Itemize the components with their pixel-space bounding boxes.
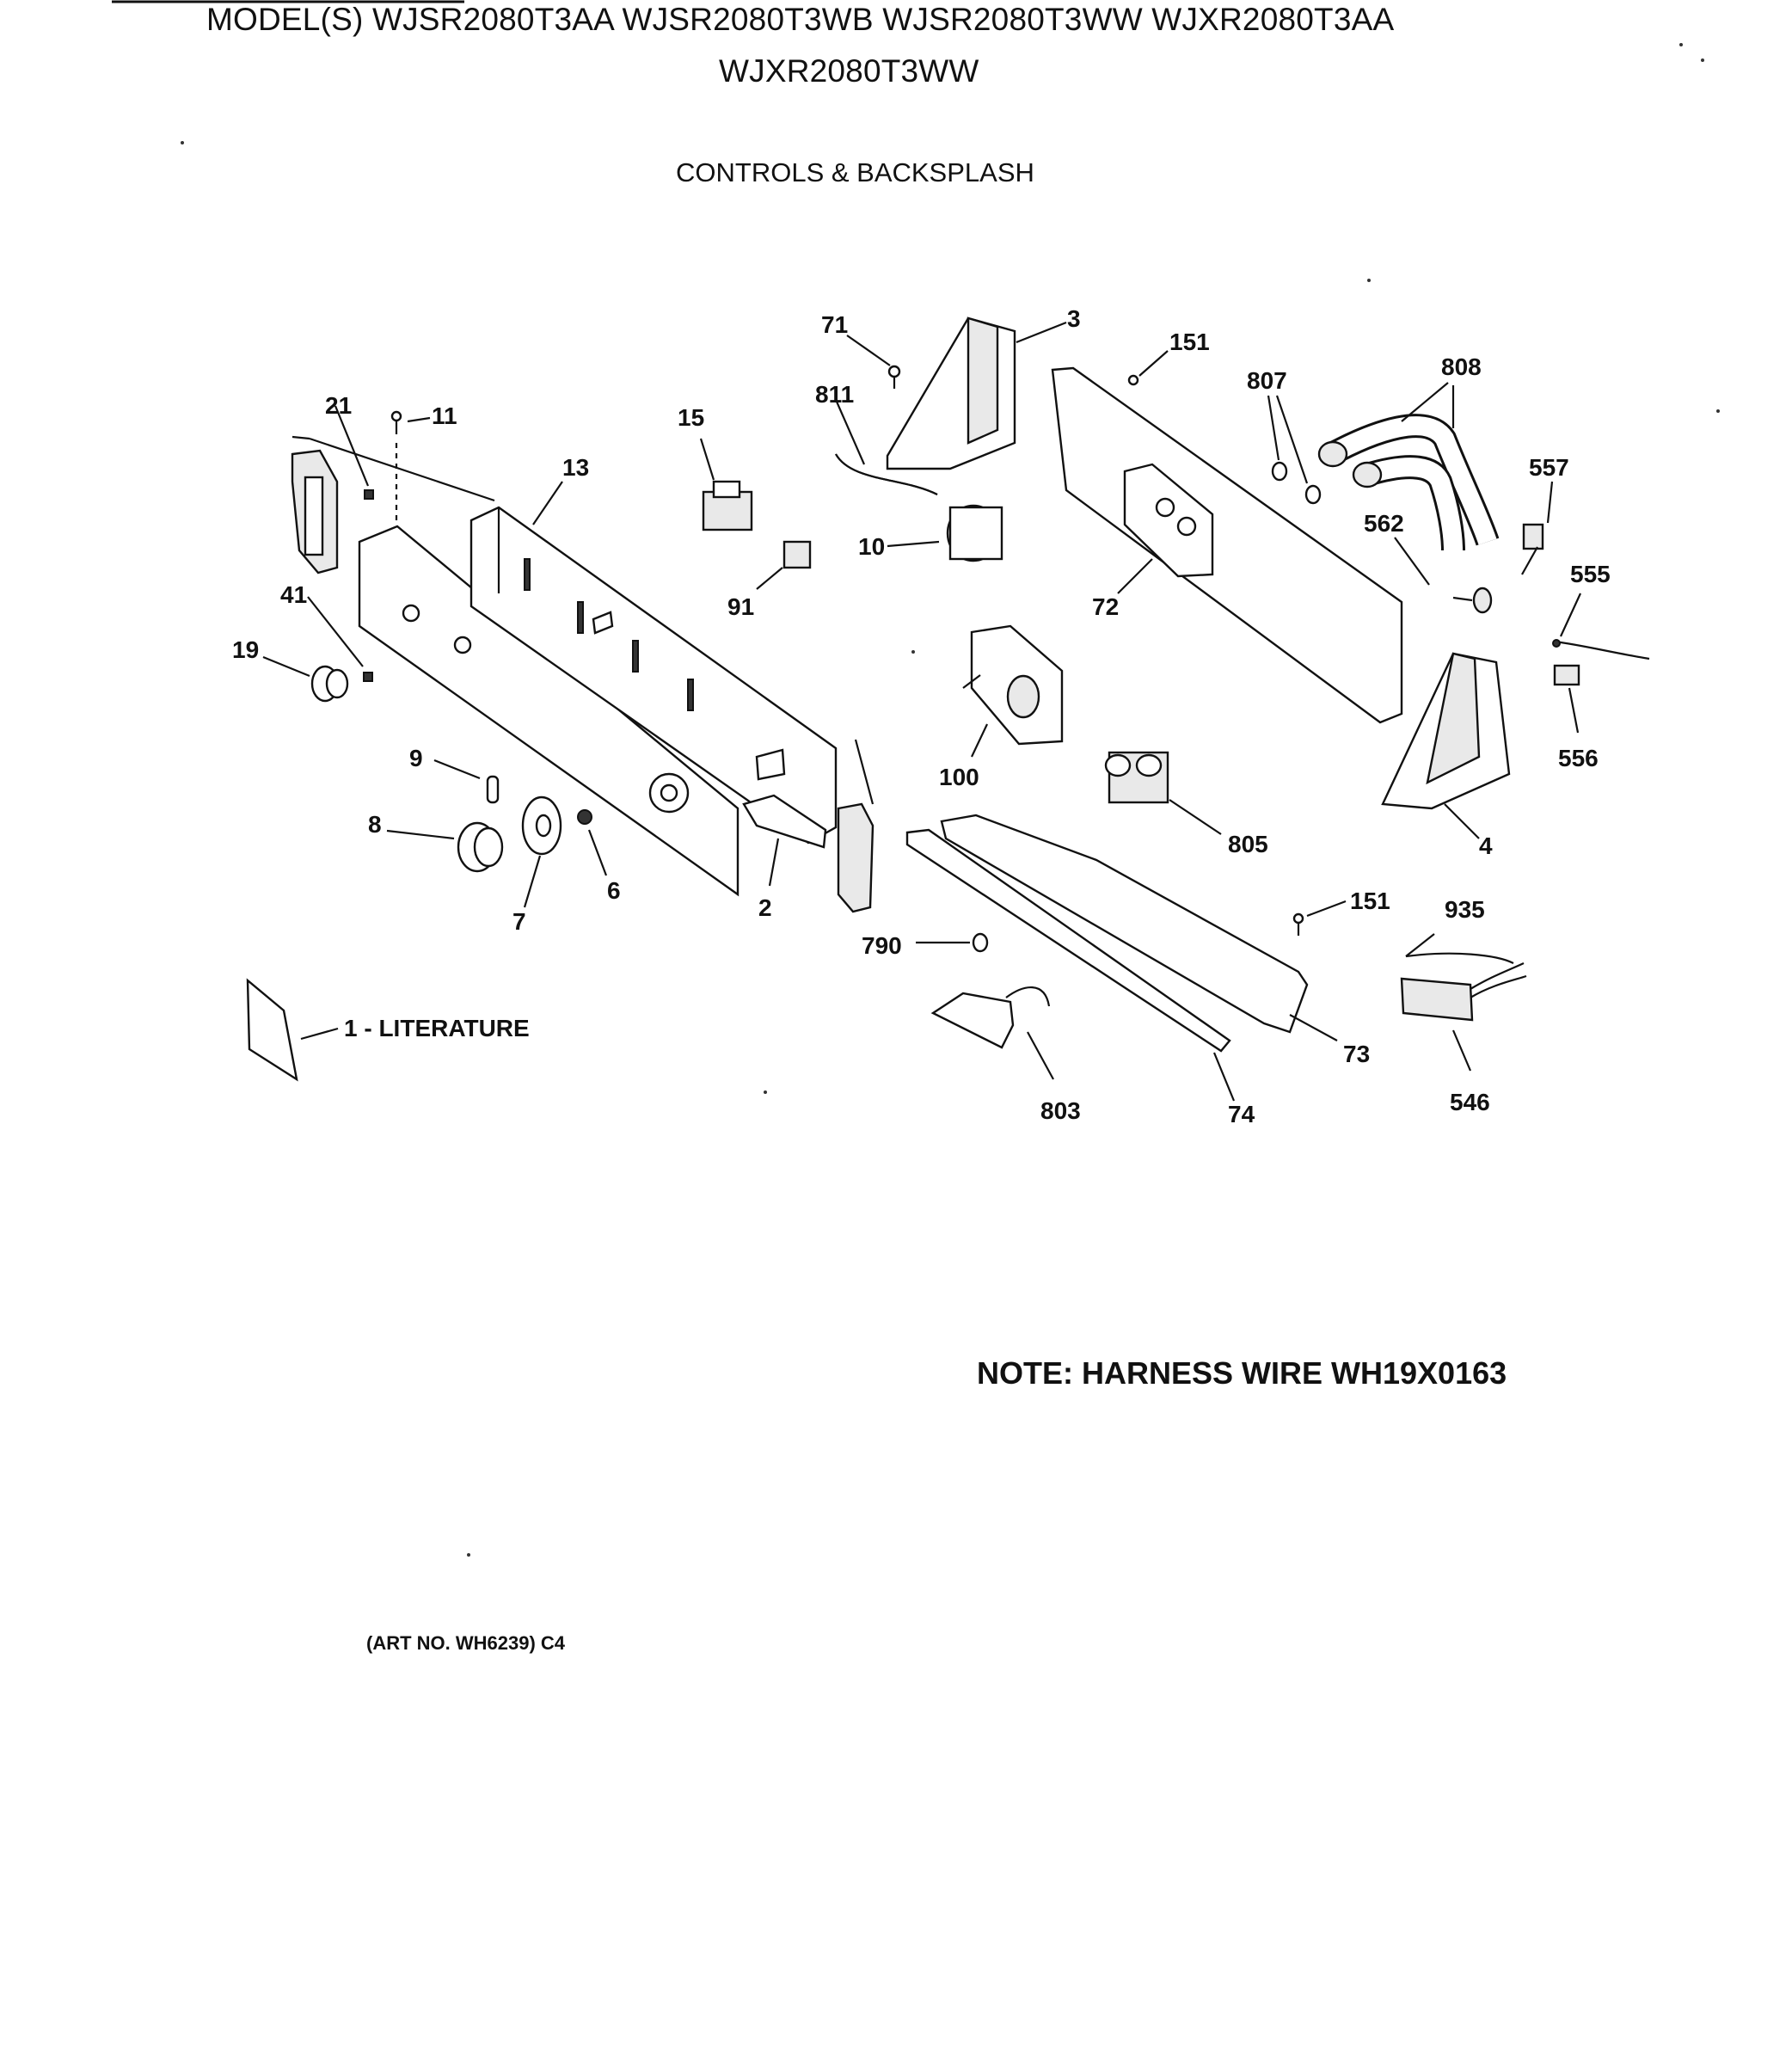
art-number: (ART NO. WH6239) C4 — [366, 1632, 566, 1654]
part-2-bracket — [742, 794, 827, 887]
label-13: 13 — [562, 454, 590, 481]
part-7-dial — [521, 796, 562, 908]
label-811: 811 — [815, 381, 855, 408]
label-72: 72 — [1092, 593, 1120, 620]
part-6-nut — [577, 809, 608, 876]
part-935-wire — [1405, 933, 1514, 964]
label-935: 935 — [1445, 896, 1485, 923]
label-151-top: 151 — [1169, 329, 1210, 355]
part-805-valve — [1104, 751, 1222, 835]
part-151-screw-lower — [1292, 900, 1347, 936]
part-11-screw — [390, 410, 431, 525]
part-807-washers — [1267, 395, 1322, 505]
label-6: 6 — [607, 877, 621, 904]
label-7: 7 — [512, 908, 526, 935]
part-21-clip — [334, 405, 374, 500]
control-panel-front — [358, 525, 740, 897]
scan-specks — [181, 43, 1720, 1557]
label-2: 2 — [758, 894, 772, 921]
label-literature: 1 - LITERATURE — [344, 1015, 530, 1041]
label-41: 41 — [280, 581, 308, 608]
part-8-knob — [386, 821, 504, 873]
part-100-timer — [962, 624, 1064, 758]
backsplash-edge-line — [292, 435, 310, 440]
label-151-lower: 151 — [1350, 888, 1390, 914]
part-74-rail — [905, 828, 1236, 1102]
part-71-screw — [846, 335, 901, 389]
label-21: 21 — [325, 392, 353, 419]
label-803: 803 — [1040, 1097, 1081, 1124]
label-557: 557 — [1529, 454, 1569, 481]
label-74: 74 — [1228, 1101, 1255, 1127]
harness-note: NOTE: HARNESS WIRE WH19X0163 — [977, 1355, 1507, 1391]
label-808: 808 — [1441, 353, 1482, 380]
label-9: 9 — [409, 745, 423, 771]
label-71: 71 — [821, 311, 849, 338]
part-15-switch — [699, 438, 753, 531]
model-list-line-2: WJXR2080T3WW — [719, 53, 979, 89]
part-10-pressure-switch — [887, 504, 1003, 562]
part-9-clip — [433, 759, 500, 804]
part-4-side-bracket — [1381, 652, 1511, 839]
label-805: 805 — [1228, 831, 1268, 857]
part-73-lower-panel — [940, 814, 1338, 1041]
label-555: 555 — [1570, 561, 1611, 587]
label-556: 556 — [1558, 745, 1599, 771]
label-10: 10 — [858, 533, 886, 560]
part-546-harness — [1400, 962, 1527, 1072]
label-562: 562 — [1364, 510, 1404, 537]
part-808-inlet-hoses — [1317, 382, 1500, 551]
part-1-literature — [246, 978, 339, 1082]
label-4: 4 — [1479, 832, 1493, 859]
part-19-knob — [262, 655, 349, 703]
part-803-harness — [930, 986, 1054, 1080]
label-91: 91 — [727, 593, 755, 620]
label-100: 100 — [939, 764, 979, 790]
label-807: 807 — [1247, 367, 1287, 394]
label-8: 8 — [368, 811, 382, 838]
label-546: 546 — [1450, 1089, 1490, 1115]
part-41-spring — [307, 596, 373, 682]
label-11: 11 — [432, 402, 457, 429]
model-list-line-1: MODEL(S) WJSR2080T3AA WJSR2080T3WB WJSR2… — [206, 2, 1395, 37]
label-19: 19 — [232, 636, 260, 663]
part-21-end-cap — [291, 449, 339, 574]
part-556-plug — [1553, 664, 1580, 734]
right-end-cap — [837, 739, 875, 913]
part-72-back-panel — [1051, 366, 1403, 724]
part-811-tube — [835, 401, 938, 495]
part-3-side-bracket — [886, 316, 1067, 470]
part-790-clip — [916, 932, 989, 953]
part-91-switch — [756, 540, 812, 590]
part-13-panel-frame — [469, 481, 838, 845]
label-15: 15 — [678, 404, 705, 431]
part-151-screw-top — [1127, 350, 1169, 386]
part-557-connector — [1521, 481, 1554, 575]
part-562-sensor — [1394, 537, 1493, 614]
label-790: 790 — [862, 932, 902, 959]
section-title: CONTROLS & BACKSPLASH — [676, 157, 1034, 187]
part-555-wire — [1552, 593, 1650, 660]
label-3: 3 — [1067, 305, 1081, 332]
label-73: 73 — [1343, 1041, 1371, 1067]
